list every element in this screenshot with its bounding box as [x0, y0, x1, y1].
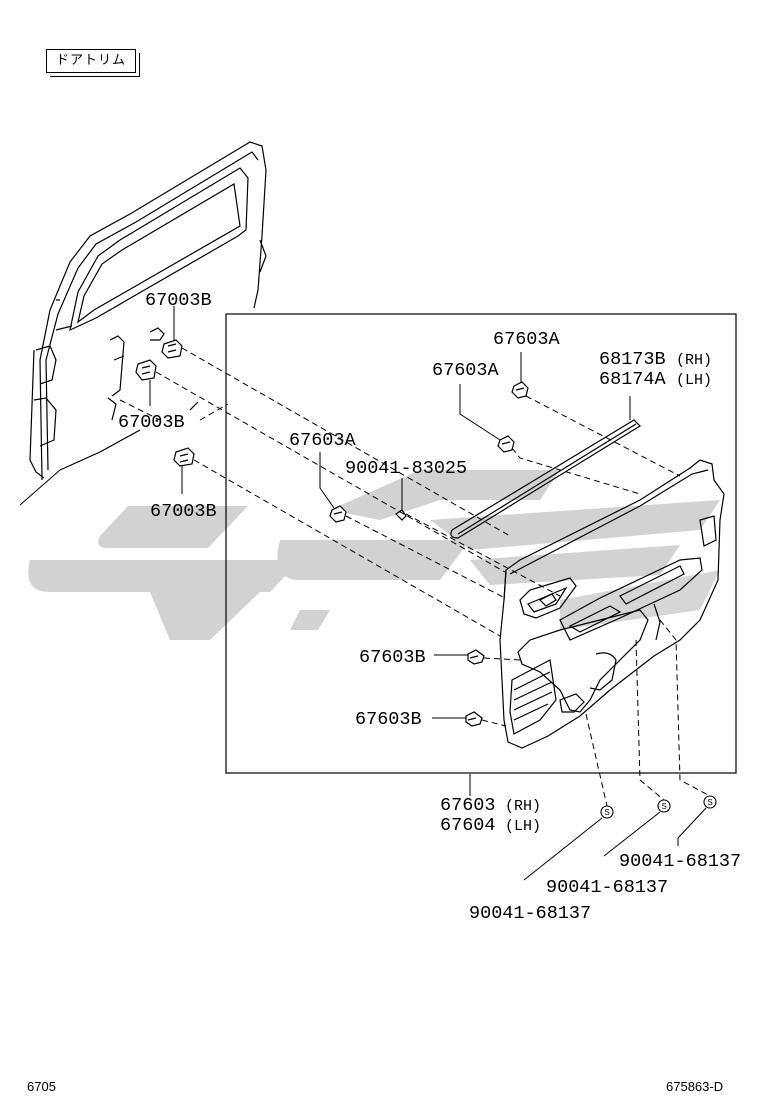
- label-67603: 67603: [440, 795, 496, 816]
- label-67603b-lower: 67603B: [355, 709, 422, 730]
- label-67003b-bottom: 67003B: [150, 501, 217, 522]
- label-67603b-upper: 67603B: [359, 647, 426, 668]
- label-67603a-second: 67603A: [432, 360, 500, 381]
- watermark-logo-icon: [28, 470, 720, 640]
- label-67604: 67604: [440, 815, 496, 836]
- label-68174a-side: (LH): [676, 372, 712, 389]
- label-68174a: 68174A: [599, 369, 667, 390]
- label-67603a-third: 67603A: [289, 430, 357, 451]
- solid-leader-lines: [19, 306, 707, 881]
- label-screw-3: 90041-68137: [619, 851, 741, 872]
- label-68173b: 68173B: [599, 349, 666, 370]
- screw-icon: [329, 381, 529, 727]
- page-code: 6705: [27, 1079, 56, 1094]
- label-90041-83025: 90041-83025: [345, 458, 467, 479]
- label-screw-1: 90041-68137: [469, 903, 591, 924]
- label-67003b-mid: 67003B: [118, 412, 185, 433]
- door-frame-icon: [29, 141, 267, 481]
- label-67604-side: (LH): [505, 818, 541, 835]
- svg-text:S: S: [604, 808, 609, 817]
- assembly-frame: [225, 313, 737, 774]
- svg-text:S: S: [707, 798, 712, 807]
- clip-icon: [135, 339, 195, 467]
- screw-icon: [600, 795, 717, 819]
- door-trim-panel-icon: [499, 459, 725, 749]
- screw-marks: S S S: [604, 798, 712, 817]
- label-67003b-top: 67003B: [145, 290, 212, 311]
- dashed-leader-lines: [119, 347, 711, 807]
- label-screw-2: 90041-68137: [546, 877, 668, 898]
- belt-weatherstrip-icon: [450, 419, 641, 539]
- label-67603-side: (RH): [505, 798, 541, 815]
- figure-code: 675863-D: [666, 1079, 723, 1094]
- svg-text:S: S: [661, 802, 666, 811]
- label-67603a-top: 67603A: [493, 329, 561, 350]
- label-68173b-side: (RH): [676, 352, 712, 369]
